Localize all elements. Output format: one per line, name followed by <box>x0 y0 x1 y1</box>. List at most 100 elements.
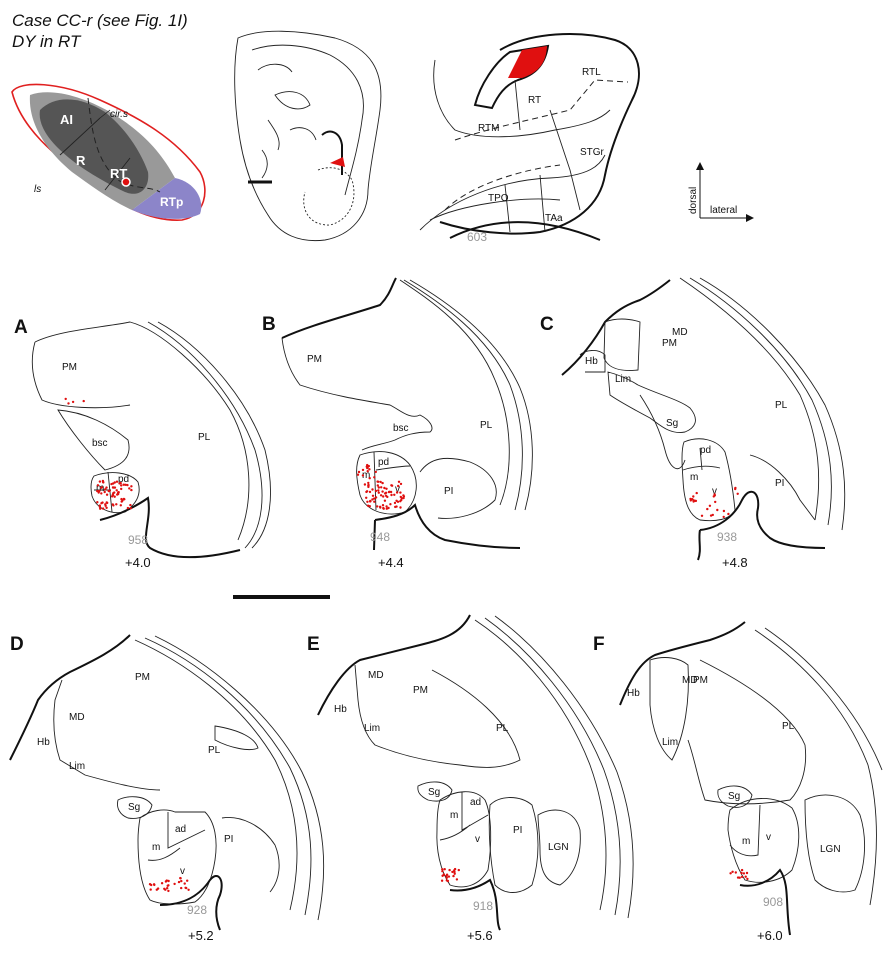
label-E-LGN: LGN <box>548 842 569 853</box>
labeled-cell-dot <box>397 501 399 503</box>
labeled-cell-dot <box>397 485 399 487</box>
labeled-cell-dot <box>130 489 132 491</box>
orientation-axes: dorsal lateral <box>688 162 754 222</box>
labeled-cell-dot <box>734 488 736 490</box>
labeled-cell-dot <box>372 495 374 497</box>
labeled-cell-dot <box>456 878 458 880</box>
labeled-cell-dot <box>104 503 106 505</box>
labeled-cell-dot <box>375 496 377 498</box>
label-C-pd: pd <box>700 445 711 456</box>
label-E-Lim: Lim <box>364 723 380 734</box>
axis-lateral: lateral <box>710 205 737 216</box>
labeled-cell-dot <box>365 491 367 493</box>
labeled-cell-dot <box>187 889 189 891</box>
section-number-A: 958 <box>128 533 148 547</box>
coord-F: +6.0 <box>757 928 783 943</box>
labeled-cell-dot <box>746 872 748 874</box>
labeled-cell-dot <box>179 877 181 879</box>
labeled-cell-dot <box>105 507 107 509</box>
label-RT: RT <box>110 166 127 181</box>
labeled-cell-dot <box>709 505 711 507</box>
label-B-PL: PL <box>480 420 493 431</box>
labeled-cell-dot <box>391 485 393 487</box>
labeled-cell-dot <box>167 890 169 892</box>
labeled-cell-dot <box>377 484 379 486</box>
labeled-cell-dot <box>399 506 401 508</box>
labeled-cell-dot <box>396 491 398 493</box>
labeled-cell-dot <box>716 509 718 511</box>
label-C-PL: PL <box>775 400 788 411</box>
labeled-cell-dot <box>100 502 102 504</box>
labeled-cell-dot <box>67 402 69 404</box>
label-RT-section: RT <box>528 95 541 106</box>
labeled-cell-dot <box>379 506 381 508</box>
panel-E: E MD PM Hb Lim PL Sg ad m v PI LGN 918 +… <box>307 615 633 943</box>
label-F-Hb: Hb <box>627 688 640 699</box>
panel-letter-F: F <box>593 634 605 655</box>
label-A-PL: PL <box>198 432 211 443</box>
labeled-cell-dot <box>399 491 401 493</box>
label-F-v: v <box>766 832 771 843</box>
labeled-cell-dot <box>701 515 703 517</box>
panel-letter-A: A <box>14 317 28 338</box>
labeled-cell-dot <box>184 882 186 884</box>
label-C-m: m <box>690 472 698 483</box>
label-D-v: v <box>180 866 185 877</box>
labeled-cell-dot <box>379 481 381 483</box>
labeled-cell-dot <box>441 880 443 882</box>
labeled-cell-dot <box>362 474 364 476</box>
labeled-cell-dot <box>117 493 119 495</box>
panel-B: B PM bsc PL pd m v PI 948 +4.4 <box>262 278 532 570</box>
coord-C: +4.8 <box>722 555 748 570</box>
labeled-cell-dot <box>745 876 747 878</box>
label-RTL: RTL <box>582 67 601 78</box>
labeled-cell-dot <box>384 500 386 502</box>
label-E-ad: ad <box>470 797 481 808</box>
labeled-cell-dot <box>373 501 375 503</box>
labeled-cell-dot <box>444 868 446 870</box>
label-B-PM: PM <box>307 354 322 365</box>
labeled-cell-dot <box>447 880 449 882</box>
labeled-cell-dot <box>110 483 112 485</box>
labeled-cell-dot <box>735 871 737 873</box>
labeled-cell-dot <box>385 495 387 497</box>
labeled-cell-dot <box>116 481 118 483</box>
labeled-cell-dot <box>106 494 108 496</box>
labeled-cell-dot <box>83 400 85 402</box>
label-C-Hb: Hb <box>585 356 598 367</box>
labeled-cell-dot <box>180 880 182 882</box>
labeled-cell-dot <box>116 489 118 491</box>
labeled-cell-dot <box>382 504 384 506</box>
labeled-cell-dot <box>367 482 369 484</box>
labeled-cell-dot <box>740 872 742 874</box>
labeled-cell-dot <box>387 507 389 509</box>
labeled-cell-dot <box>714 501 716 503</box>
label-C-PM: PM <box>662 338 677 349</box>
labeled-cell-dot <box>362 469 364 471</box>
labeled-cell-dot <box>150 884 152 886</box>
label-E-Sg: Sg <box>428 787 440 798</box>
labeled-cell-dot <box>383 487 385 489</box>
section-number-B: 948 <box>370 530 390 544</box>
labeled-cell-dot <box>381 482 383 484</box>
labeled-cell-dot <box>383 508 385 510</box>
labeled-cell-dot <box>120 484 122 486</box>
labeled-cell-dot <box>120 504 122 506</box>
labeled-cell-dot <box>180 887 182 889</box>
labeled-cell-dot <box>369 491 371 493</box>
label-C-Sg: Sg <box>666 418 678 429</box>
label-F-Lim: Lim <box>662 737 678 748</box>
coord-B: +4.4 <box>378 555 404 570</box>
labeled-cell-dot <box>452 875 454 877</box>
labeled-cell-dot <box>365 497 367 499</box>
labeled-cell-dot <box>378 492 380 494</box>
labeled-cell-dot <box>731 871 733 873</box>
labeled-cell-dot <box>390 494 392 496</box>
labeled-cell-dot <box>454 873 456 875</box>
labeled-cell-dot <box>153 883 155 885</box>
label-D-ad: ad <box>175 824 186 835</box>
labeled-cell-dot <box>72 401 74 403</box>
label-E-PI: PI <box>513 825 522 836</box>
label-D-m: m <box>152 842 160 853</box>
labeled-cell-dot <box>102 480 104 482</box>
